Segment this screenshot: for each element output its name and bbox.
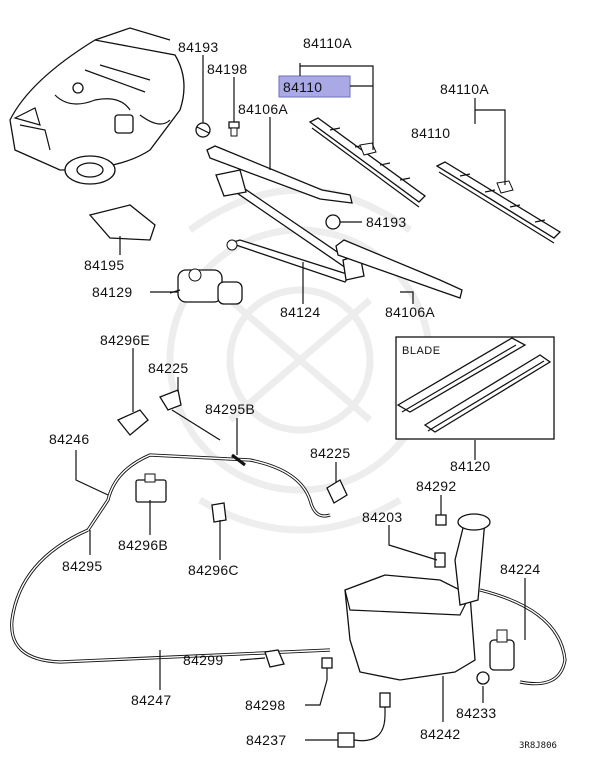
- label-84247[interactable]: 84247: [131, 692, 171, 708]
- label-84120[interactable]: 84120: [450, 458, 490, 474]
- car-illustration: [9, 27, 185, 185]
- blade-inset: [395, 336, 555, 440]
- label-84198[interactable]: 84198: [207, 61, 247, 77]
- label-84224[interactable]: 84224: [500, 561, 540, 577]
- clamp-84299: [264, 649, 285, 668]
- hose-clip-84296e: [116, 409, 149, 436]
- label-84246[interactable]: 84246: [49, 431, 89, 447]
- label-84225-right[interactable]: 84225: [310, 445, 350, 461]
- label-84233[interactable]: 84233: [456, 705, 496, 721]
- bolt-84298: [321, 657, 333, 680]
- label-84110a-center[interactable]: 84110A: [303, 35, 352, 51]
- label-84203[interactable]: 84203: [362, 509, 402, 525]
- wiper-arm-lower: [335, 239, 463, 299]
- washer-tank: [344, 513, 491, 681]
- label-84296e[interactable]: 84296E: [100, 332, 150, 348]
- wiper-motor: [169, 268, 243, 305]
- hose-holder-84296b: [135, 473, 167, 503]
- washer-pump: [489, 629, 515, 671]
- washer-hose-network: [10, 453, 567, 686]
- label-84110-right[interactable]: 84110: [411, 125, 450, 141]
- label-84242[interactable]: 84242: [420, 726, 460, 742]
- cover-84195: [88, 204, 156, 241]
- bolt-84198: [228, 112, 240, 137]
- label-84129[interactable]: 84129: [92, 284, 132, 300]
- nut-84193-mid: [325, 214, 341, 230]
- wiper-blade-center: [308, 117, 426, 208]
- leader-lines: [75, 55, 526, 741]
- level-sensor-84237: [337, 692, 391, 748]
- nut-84292: [435, 514, 447, 526]
- label-84110a-right[interactable]: 84110A: [440, 81, 489, 97]
- label-84195[interactable]: 84195: [84, 257, 124, 273]
- wiper-blade-right: [435, 161, 562, 244]
- washer-nozzle-left: [159, 389, 221, 441]
- washer-nozzle-right: [326, 479, 348, 504]
- part-labels: 84193 84198 84106A 84110A 84110 84110A 8…: [49, 35, 557, 751]
- label-84193-mid[interactable]: 84193: [366, 214, 406, 230]
- label-84106a-bottom[interactable]: 84106A: [385, 304, 435, 320]
- label-84106a-top[interactable]: 84106A: [238, 101, 288, 117]
- label-84295[interactable]: 84295: [62, 558, 102, 574]
- grommet-84233: [476, 671, 490, 685]
- label-84225-top[interactable]: 84225: [148, 360, 188, 376]
- figure-code: 3R8J806: [519, 741, 557, 751]
- label-84124[interactable]: 84124: [280, 304, 320, 320]
- hose-clip-84296c: [211, 502, 227, 523]
- label-84237[interactable]: 84237: [246, 732, 286, 748]
- label-84110-center[interactable]: 84110: [283, 79, 322, 95]
- wiper-linkage: [215, 169, 365, 283]
- label-84292[interactable]: 84292: [416, 478, 456, 494]
- watermark-crest: [166, 186, 434, 534]
- label-84193-top[interactable]: 84193: [178, 39, 218, 55]
- label-84299[interactable]: 84299: [183, 652, 223, 668]
- label-84298[interactable]: 84298: [245, 697, 285, 713]
- wiper-arm-upper: [206, 145, 353, 204]
- label-84295b[interactable]: 84295B: [205, 401, 255, 417]
- label-84296c[interactable]: 84296C: [188, 562, 239, 578]
- nut-84193-top: [195, 122, 211, 138]
- blade-box-title: BLADE: [402, 345, 441, 357]
- label-84296b[interactable]: 84296B: [118, 537, 168, 553]
